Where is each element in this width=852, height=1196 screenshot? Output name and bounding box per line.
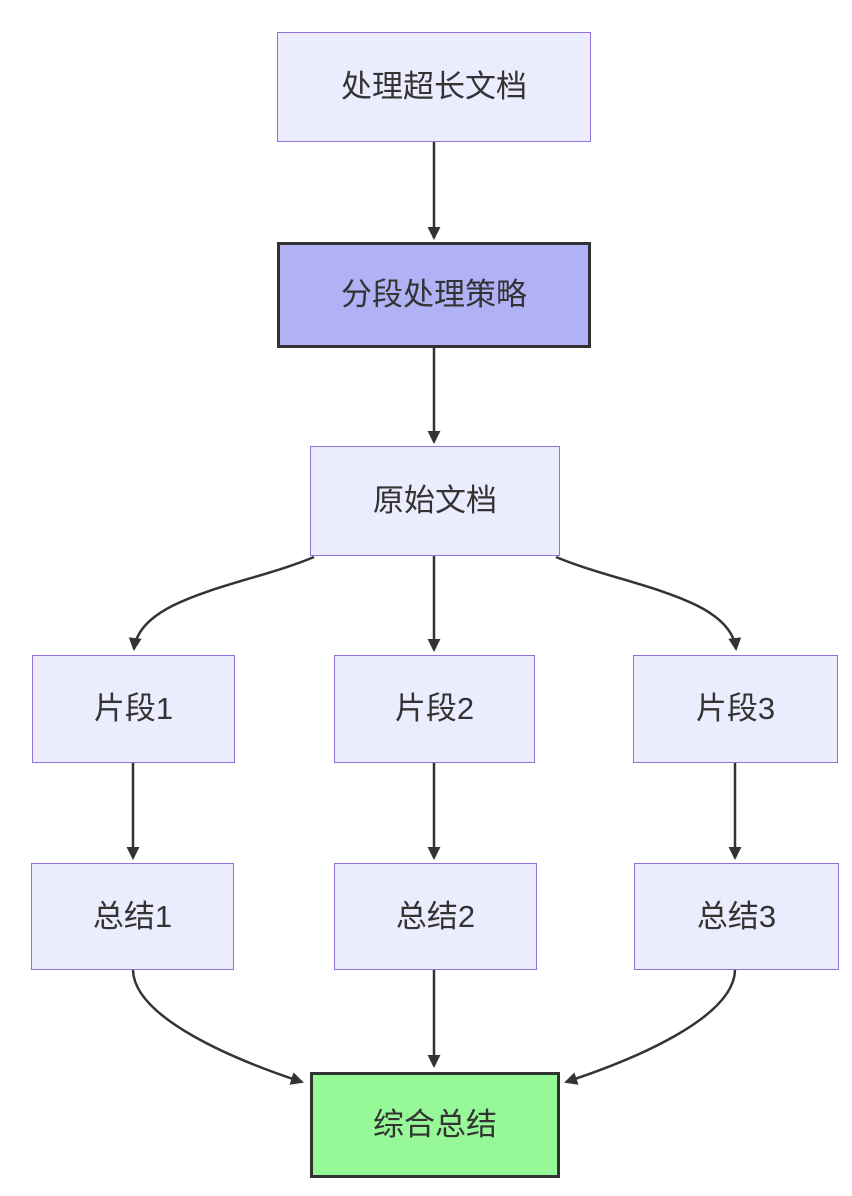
edge-c-d [128,555,315,651]
flow-node-segment-strategy: 分段处理策略 [277,242,591,348]
flow-node-original-document: 原始文档 [310,446,560,556]
edge-i-j [564,969,737,1085]
flow-node-handle-long-document: 处理超长文档 [277,32,591,142]
flow-node-fragment-3: 片段3 [633,655,838,763]
flow-node-summary-3: 总结3 [634,863,839,970]
edge-c-f [555,555,742,651]
node-label: 片段2 [394,691,475,727]
flow-node-summary-2: 总结2 [334,863,537,970]
flow-node-fragment-1: 片段1 [32,655,235,763]
node-label: 总结1 [92,898,173,934]
node-label: 处理超长文档 [341,69,527,105]
node-label: 总结2 [395,898,476,934]
flow-node-summary-1: 总结1 [31,863,234,970]
edge-g-j [131,969,304,1085]
node-label: 总结3 [696,898,777,934]
flow-node-final-summary: 综合总结 [310,1072,560,1178]
node-label: 分段处理策略 [341,277,527,313]
node-label: 片段1 [93,691,174,727]
flow-node-fragment-2: 片段2 [334,655,535,763]
node-label: 原始文档 [373,483,497,519]
node-label: 片段3 [695,691,776,727]
node-label: 综合总结 [373,1107,497,1143]
